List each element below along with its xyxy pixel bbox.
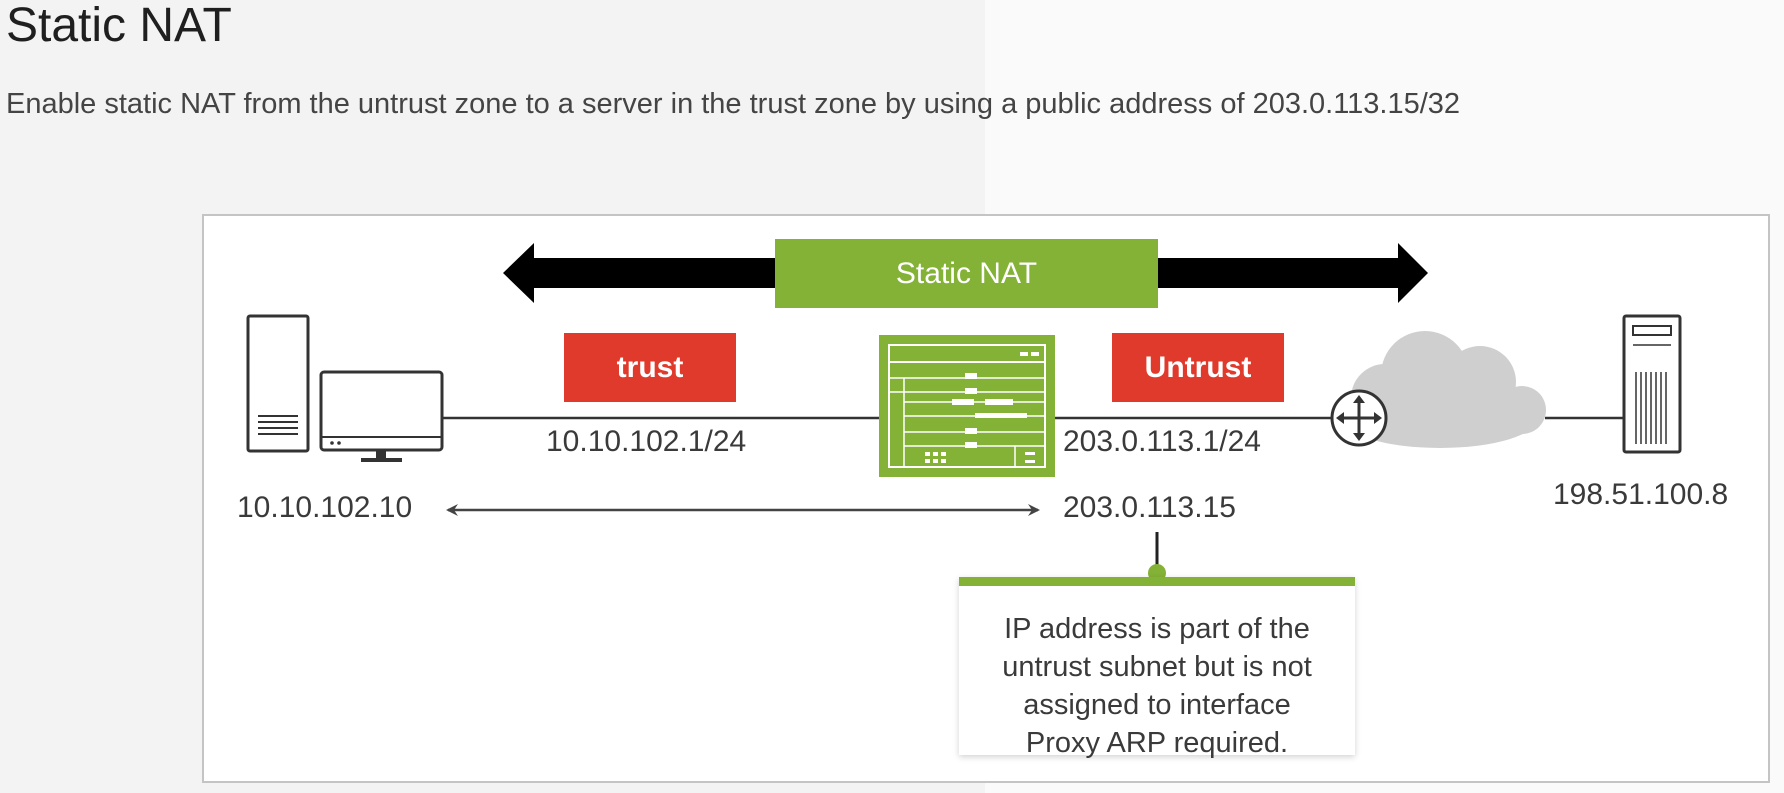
host-address: 10.10.102.10 [237,491,413,524]
tower-server-icon [246,314,310,453]
page-title: Static NAT [6,0,232,52]
remote-server-address: 198.51.100.8 [1553,478,1729,511]
callout-line: Proxy ARP required. [1025,727,1289,759]
callout-line: untrust subnet but is not [1002,651,1312,683]
static-nat-banner: Static NAT [775,239,1158,308]
static-nat-address: 203.0.113.15 [1063,491,1236,524]
untrust-interface-address: 203.0.113.1/24 [1063,425,1261,458]
callout-line: assigned to interface [1023,689,1291,721]
remote-server-icon [1622,314,1682,454]
proxy-arp-callout: IP address is part of the untrust subnet… [959,577,1355,759]
desktop-monitor-icon [319,370,444,462]
callout-line: IP address is part of the [1004,613,1310,645]
firewall-device-icon [879,335,1055,477]
trust-interface-address: 10.10.102.1/24 [546,425,747,458]
page-subtitle: Enable static NAT from the untrust zone … [6,88,1461,120]
untrust-zone-badge: Untrust [1112,333,1284,402]
trust-zone-badge: trust [564,333,736,402]
router-icon [1330,389,1388,447]
